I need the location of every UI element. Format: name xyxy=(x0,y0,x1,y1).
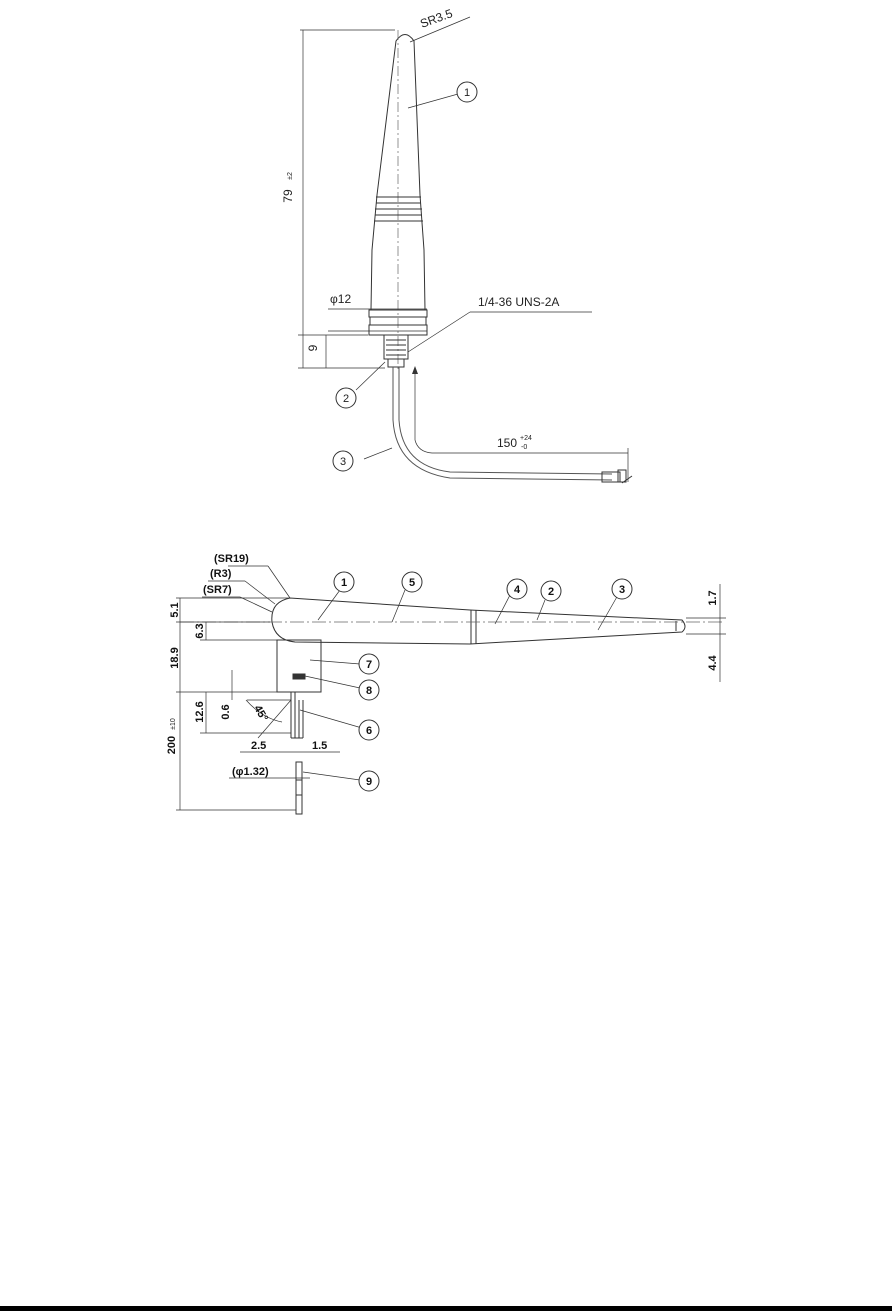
antenna-rings xyxy=(374,197,423,221)
callout-1-bottom: 1 xyxy=(341,577,347,589)
dim-2-5: 2.5 xyxy=(251,740,266,752)
callout-5-bottom: 5 xyxy=(409,577,415,589)
page-bottom-rule xyxy=(0,1306,892,1311)
dim-4-4: 4.4 xyxy=(707,654,719,670)
antenna-hinged-body xyxy=(272,598,685,644)
dim-79: 79 xyxy=(281,189,295,203)
callout-3-bottom: 3 xyxy=(619,584,625,596)
callout-2-top: 2 xyxy=(343,393,349,405)
dim-150-tol-minus: -0 xyxy=(521,444,527,451)
dim-18-9: 18.9 xyxy=(169,647,181,668)
callout-1-top: 1 xyxy=(464,87,470,99)
label-sr19: (SR19) xyxy=(214,553,249,565)
dim-12-6: 12.6 xyxy=(194,701,206,722)
dim-45-deg: 45° xyxy=(251,703,270,723)
callout-2-bottom: 2 xyxy=(548,586,554,598)
dim-6-3: 6.3 xyxy=(194,623,206,638)
coax-cable xyxy=(393,367,612,480)
label-sr7: (SR7) xyxy=(203,584,232,596)
callout-3-top: 3 xyxy=(340,456,346,468)
hinge-block xyxy=(277,640,321,692)
dim-150-tol-plus: +24 xyxy=(520,435,532,442)
dim-150: 150 xyxy=(497,436,517,450)
callout-8-bottom: 8 xyxy=(366,685,372,697)
dim-5-1: 5.1 xyxy=(169,602,181,617)
label-r3: (R3) xyxy=(210,568,232,580)
top-callouts xyxy=(333,82,477,471)
dim-1-7: 1.7 xyxy=(707,590,719,605)
hinge-set-screw xyxy=(293,674,305,679)
callout-7-bottom: 7 xyxy=(366,659,372,671)
dim-79-tol: ±2 xyxy=(287,172,294,180)
bottom-cable xyxy=(296,762,302,814)
dim-200: 200 xyxy=(166,736,178,754)
callout-4-bottom: 4 xyxy=(514,584,521,596)
callout-6-bottom: 6 xyxy=(366,725,372,737)
bottom-callouts xyxy=(334,572,632,791)
dim-9: 9 xyxy=(306,344,320,351)
dim-0-6: 0.6 xyxy=(220,704,232,719)
dim-phi-1-32: (φ1.32) xyxy=(232,766,269,778)
dim-200-tol: ±10 xyxy=(170,718,177,730)
dim-1-5: 1.5 xyxy=(312,740,327,752)
dim-sr3-5: SR3.5 xyxy=(418,6,454,31)
callout-9-bottom: 9 xyxy=(366,776,372,788)
dim-phi-12: φ12 xyxy=(330,292,351,306)
thread-spec-label: 1/4-36 UNS-2A xyxy=(478,295,559,309)
